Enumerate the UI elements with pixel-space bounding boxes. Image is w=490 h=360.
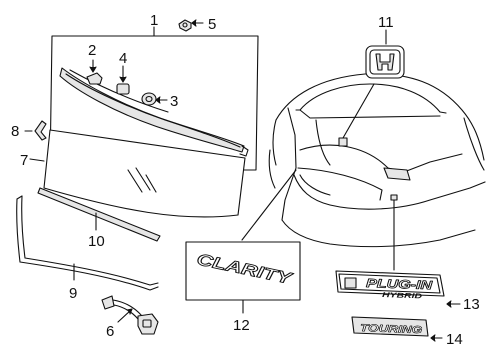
- callout-2: 2: [88, 42, 96, 59]
- callout-6: 6: [106, 323, 114, 340]
- callout-9: 9: [69, 285, 77, 302]
- group-frame-1: [49, 35, 259, 171]
- spoiler-group-box: [49, 35, 259, 171]
- vehicle-rear: [241, 73, 486, 271]
- touring-emblem-text: TOURING: [360, 323, 423, 336]
- weatherstrip-part-10: [37, 187, 161, 242]
- harness-part-6: [101, 295, 159, 335]
- callout-3: 3: [170, 93, 178, 110]
- hybrid-emblem-text: HYBRID: [382, 292, 422, 300]
- clip-part-2: [86, 59, 103, 85]
- emblem-group-box-12: [185, 241, 301, 314]
- clarity-emblem-text: CLARITY: [195, 251, 294, 288]
- fastener-part-5: [178, 19, 204, 32]
- callout-14: 14: [446, 331, 463, 348]
- emblem-part-13: [335, 270, 461, 308]
- callout-1: 1: [150, 12, 158, 29]
- grommet-part-3: [141, 92, 168, 106]
- callout-7: 7: [20, 152, 28, 169]
- callout-13: 13: [463, 296, 480, 313]
- bracket-part-4: [116, 65, 130, 95]
- badge-part-11: [365, 29, 405, 79]
- callout-12: 12: [233, 317, 250, 334]
- plugin-emblem-text: PLUG-IN: [366, 276, 433, 292]
- callout-10: 10: [88, 233, 105, 250]
- callout-11: 11: [378, 14, 394, 31]
- clip-part-8: [24, 120, 47, 141]
- callout-8: 8: [11, 123, 19, 140]
- rear-glass-part-7: [29, 129, 246, 218]
- spoiler-part: [59, 67, 249, 157]
- callout-5: 5: [208, 16, 216, 33]
- molding-part-9: [16, 195, 159, 291]
- callout-4: 4: [119, 50, 127, 67]
- emblem-part-14: [351, 316, 443, 342]
